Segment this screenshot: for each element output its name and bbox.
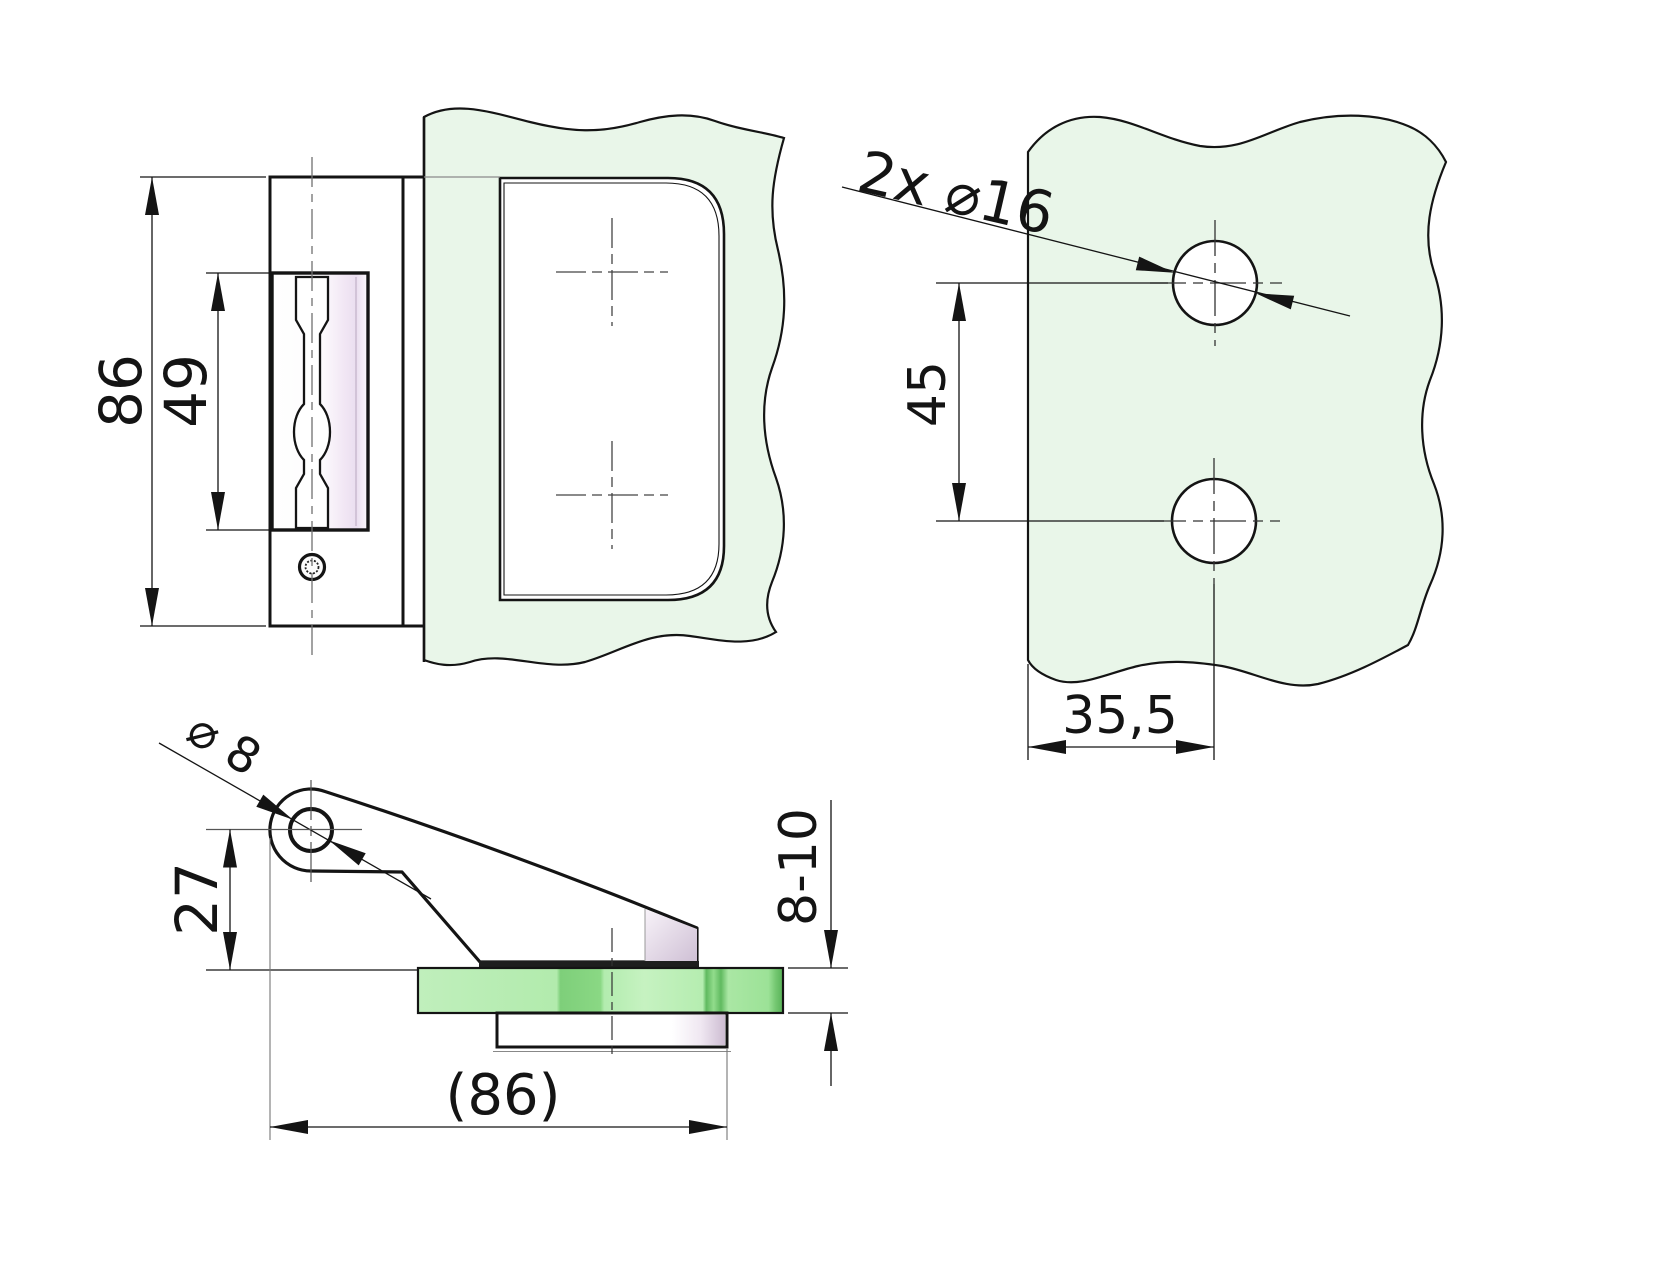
dim-pivot-height: 27 — [163, 828, 418, 971]
hinge-plate-inner-edge — [503, 182, 720, 596]
dim-glass-thickness-label: 8-10 — [769, 808, 829, 926]
side-view: ⌀ 8 27 8-10 (86) — [158, 701, 848, 1140]
front-view: 86 49 — [87, 107, 786, 667]
dim-edge-offset-label: 35,5 — [1062, 686, 1178, 746]
hole-crosshair-bottom — [1150, 458, 1280, 584]
dim-edge-offset: 35,5 — [1027, 584, 1215, 760]
dim-glass-thickness: 8-10 — [769, 800, 848, 1086]
dim-hole-spacing: 45 — [898, 282, 1168, 522]
clamp-end-cap — [645, 909, 697, 961]
dim-pivot-diameter-label: ⌀ 8 — [178, 701, 271, 787]
dim-slot-height-label: 49 — [152, 354, 220, 428]
dim-pivot-height-label: 27 — [163, 862, 231, 936]
dim-overall-height: 86 — [87, 176, 266, 627]
dim-overall-width: (86) — [269, 838, 728, 1140]
dim-hole-spacing-label: 45 — [898, 361, 958, 427]
clamp-gasket — [479, 961, 699, 969]
glass-panel-holes — [1026, 114, 1448, 687]
glass-hole-view: 2x ⌀16 45 35,5 — [841, 114, 1448, 760]
hole-crosshair-top — [1150, 220, 1282, 346]
glass-edge-band — [416, 966, 785, 1015]
plate-crosshair-top — [556, 218, 668, 326]
dim-slot-height: 49 — [152, 272, 270, 531]
dim-overall-width-label: (86) — [446, 1063, 561, 1128]
hinge-arm — [268, 787, 699, 964]
plate-crosshair-bottom — [556, 441, 668, 549]
dim-overall-height-label: 86 — [87, 354, 155, 428]
